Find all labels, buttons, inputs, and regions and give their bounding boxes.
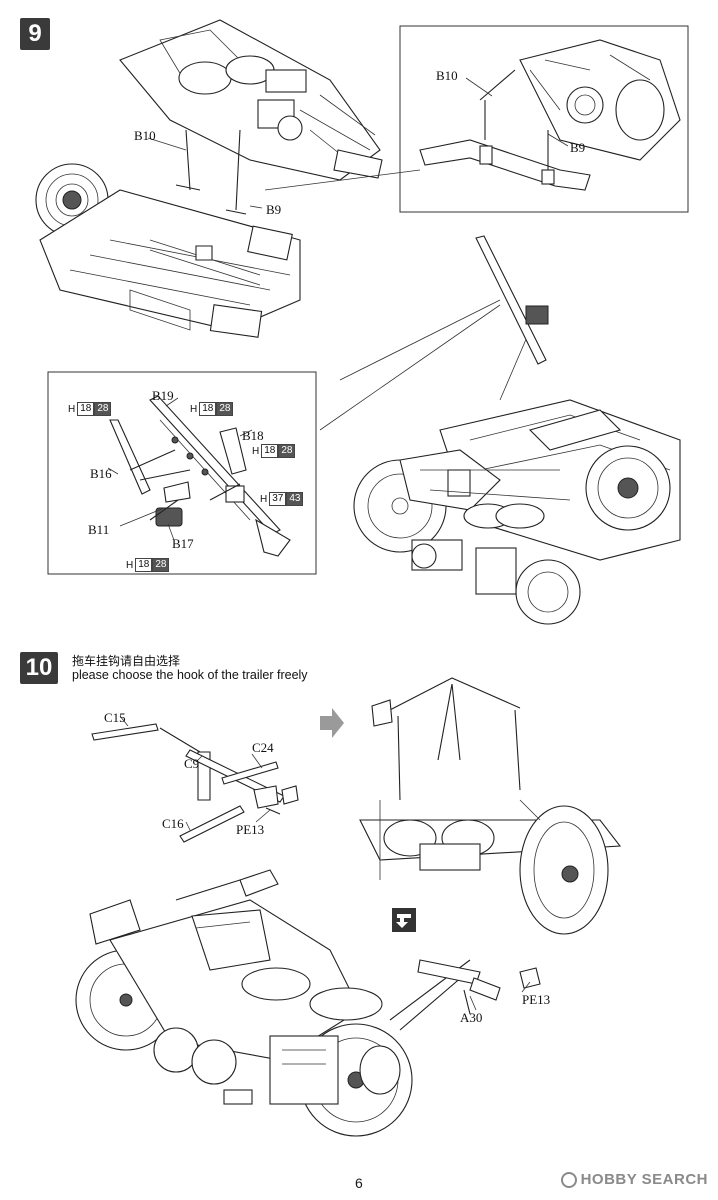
- page-number: 6: [355, 1175, 363, 1191]
- frame-number: 18: [199, 402, 217, 416]
- watermark-logo-icon: [560, 1171, 577, 1188]
- next-step-arrow-icon: [318, 708, 344, 738]
- chassis-underside-drawing: [35, 19, 421, 338]
- frame-ref-h18-28-c: H 18 28: [250, 444, 296, 458]
- frame-number-alt: 43: [286, 492, 304, 506]
- trailer-hook-parts-drawing: [91, 723, 299, 843]
- part-label-c9: C9: [184, 756, 200, 771]
- watermark-text: HOBBY SEARCH: [580, 1171, 708, 1188]
- trailer-hitch-rear-view-drawing: [359, 677, 622, 935]
- part-label-b10: B10: [134, 128, 156, 143]
- step-10-badge: 10: [20, 652, 58, 684]
- frame-ref-h18-28-b: H 18 28: [188, 402, 234, 416]
- instruction-chinese: 拖车挂钩请自由选择: [72, 654, 181, 668]
- part-label-b9-inset: B9: [570, 140, 586, 155]
- assembled-sidecar-drawing: [353, 235, 681, 625]
- frame-letter: H: [190, 403, 198, 415]
- watermark: HOBBY SEARCH: [560, 1171, 708, 1188]
- frame-letter: H: [252, 445, 260, 457]
- frame-number-alt: 28: [94, 402, 112, 416]
- frame-number: 18: [261, 444, 279, 458]
- part-label-a30: A30: [460, 1010, 483, 1025]
- part-label-c15: C15: [104, 710, 126, 725]
- gun-leader-line: [339, 299, 501, 381]
- part-label-b11: B11: [88, 522, 110, 537]
- frame-number-alt: 28: [278, 444, 296, 458]
- frame-letter: H: [126, 559, 134, 571]
- step-9-badge: 9: [20, 18, 50, 50]
- frame-number-alt: 28: [152, 558, 170, 572]
- part-label-pe13-parts: PE13: [236, 822, 265, 837]
- part-label-b9: B9: [266, 202, 282, 217]
- machine-gun-exploded-drawing: [109, 395, 291, 557]
- part-label-b16: B16: [90, 466, 112, 481]
- frame-ref-h18-28-d: H 18 28: [124, 558, 170, 572]
- frame-number: 37: [269, 492, 287, 506]
- flip-over-icon: [392, 908, 416, 932]
- part-label-b18: B18: [242, 428, 264, 443]
- frame-letter: H: [68, 403, 76, 415]
- part-label-b10-inset: B10: [436, 68, 458, 83]
- final-motorcycle-drawing: [75, 869, 541, 1137]
- frame-number: 18: [135, 558, 153, 572]
- frame-ref-h37-43: H 37 43: [258, 492, 304, 506]
- part-label-b17: B17: [172, 536, 194, 551]
- part-label-c24: C24: [252, 740, 274, 755]
- bracket-detail-drawing: [419, 39, 681, 191]
- frame-number-alt: 28: [216, 402, 234, 416]
- frame-number: 18: [77, 402, 95, 416]
- part-label-b19: B19: [152, 388, 174, 403]
- part-label-pe13-assembled: PE13: [522, 992, 551, 1007]
- frame-ref-h18-28-a: H 18 28: [66, 402, 112, 416]
- inset-frame-machine-gun: [47, 371, 317, 575]
- part-label-c16: C16: [162, 816, 184, 831]
- inset-frame-bracket: [399, 25, 689, 213]
- instruction-english: please choose the hook of the trailer fr…: [72, 668, 308, 682]
- frame-letter: H: [260, 493, 268, 505]
